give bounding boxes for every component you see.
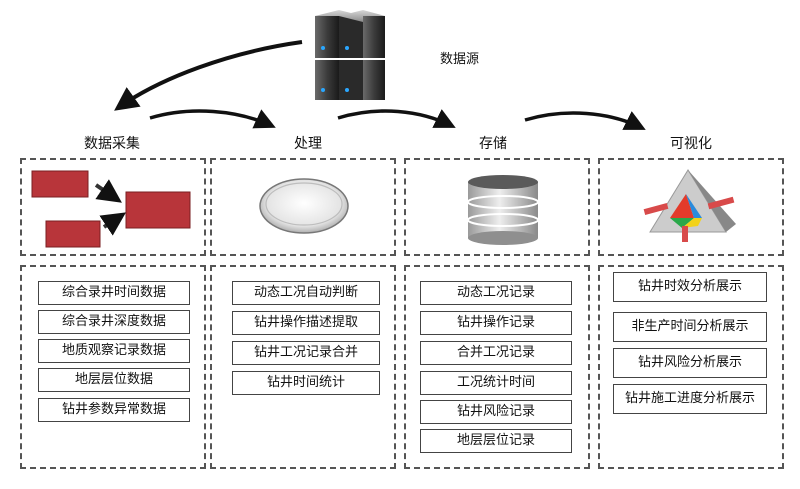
list-item: 合并工况记录 [420, 341, 572, 365]
list-item: 综合录井时间数据 [38, 281, 190, 305]
list-item: 钻井参数异常数据 [38, 398, 190, 422]
arrow-source-to-collection [114, 40, 303, 111]
visualization-list-box [598, 265, 784, 469]
visualization-icon-box [598, 158, 784, 256]
list-item: 钻井施工进度分析展示 [613, 384, 767, 414]
list-item: 钻井时间统计 [232, 371, 380, 395]
list-item: 综合录井深度数据 [38, 310, 190, 334]
list-item: 钻井操作记录 [420, 311, 572, 335]
list-item: 钻井风险记录 [420, 400, 572, 424]
visualization-pyramid-icon [643, 169, 736, 242]
stage-title-collection: 数据采集 [84, 136, 140, 152]
stage-title-storage: 存储 [479, 136, 507, 152]
processing-icon-box [210, 158, 396, 256]
processing-disc-icon [259, 178, 349, 234]
data-collection-icon [31, 170, 191, 248]
storage-icon-box [404, 158, 590, 256]
source-label: 数据源 [440, 52, 480, 67]
processing-list-box [210, 265, 396, 469]
list-item: 非生产时间分析展示 [613, 312, 767, 342]
list-item: 动态工况自动判断 [232, 281, 380, 305]
list-item: 钻井时效分析展示 [613, 272, 767, 302]
list-item: 动态工况记录 [420, 281, 572, 305]
arrow-collection-to-processing [149, 109, 276, 129]
list-item: 地层层位记录 [420, 429, 572, 453]
list-item: 工况统计时间 [420, 371, 572, 395]
collection-list-box [20, 265, 206, 469]
list-item: 钻井风险分析展示 [613, 348, 767, 378]
storage-list-box [404, 265, 590, 469]
server-rack-icon [315, 10, 385, 100]
arrow-processing-to-storage [337, 109, 456, 128]
list-item: 钻井工况记录合并 [232, 341, 380, 365]
arrow-storage-to-visualization [524, 111, 646, 130]
database-cylinder-icon [467, 175, 539, 245]
list-item: 地质观察记录数据 [38, 339, 190, 363]
stage-title-visualization: 可视化 [670, 136, 712, 152]
list-item: 地层层位数据 [38, 368, 190, 392]
list-item: 钻井操作描述提取 [232, 311, 380, 335]
stage-title-processing: 处理 [294, 136, 322, 152]
collection-icon-box [20, 158, 206, 256]
